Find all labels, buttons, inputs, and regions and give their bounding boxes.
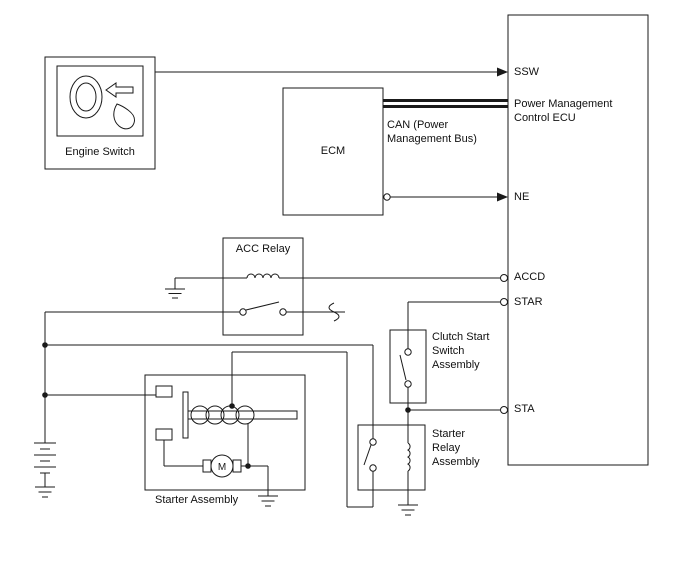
ecu-terminal-ne-label: NE: [514, 191, 530, 203]
starter-relay-component: [357, 424, 426, 491]
can-bus-label-line1: CAN (Power: [387, 119, 449, 131]
starter-relay-label-line2: Relay: [432, 442, 461, 454]
wire-star: [407, 298, 508, 349]
wire-battery-to-acc-switch: [44, 311, 240, 443]
press-arrow-icon: [105, 82, 134, 98]
acc-relay-contact-left: [239, 308, 247, 316]
clutch-switch-blade: [399, 354, 407, 381]
battery-symbol: [34, 442, 56, 498]
ecu-star-terminal: [500, 298, 508, 306]
acc-relay-contact-right: [279, 308, 287, 316]
solenoid-winding-loop: [205, 405, 225, 425]
clutch-start-switch-component: [389, 329, 427, 404]
wire-accd: [279, 274, 508, 282]
wire-ne: [383, 192, 508, 202]
ecm-box: [282, 87, 384, 216]
ecu-accd-terminal: [500, 274, 508, 282]
starter-relay-label-line3: Assembly: [432, 456, 480, 468]
arrowhead-ssw-icon: [497, 67, 508, 77]
solenoid-contact-lower: [155, 428, 173, 441]
starter-relay-contact-bottom: [369, 464, 377, 472]
solenoid-plunger-head: [182, 391, 189, 439]
clutch-start-switch-label-line1: Clutch Start: [432, 331, 490, 343]
ecu-name-line1: Power Management: [514, 98, 613, 110]
ecu-terminal-accd-label: ACCD: [514, 271, 546, 283]
power-management-ecu-box: [507, 14, 649, 466]
solenoid-winding-loop: [190, 405, 210, 425]
wire-battery-to-starter: [42, 392, 156, 398]
motor-symbol-letter: M: [218, 462, 226, 473]
wire-ssw: [155, 67, 508, 77]
ground-symbol-starter-relay: [398, 504, 418, 516]
ecu-terminal-sta-label: STA: [514, 403, 535, 415]
engine-switch-icon-box: [56, 65, 144, 137]
ecm-label: ECM: [320, 145, 346, 157]
solenoid-winding-loop: [220, 405, 240, 425]
acc-relay-box: [222, 237, 304, 336]
ecm-ne-terminal: [383, 193, 391, 201]
starter-relay-coil-icon: [406, 442, 411, 472]
engine-switch-label: Engine Switch: [65, 146, 135, 158]
starter-relay-box: [357, 424, 426, 491]
clutch-switch-contact-top: [404, 348, 412, 356]
ground-symbol-battery: [35, 486, 55, 498]
engine-switch-component: [44, 56, 156, 170]
ecu-sta-terminal: [500, 406, 508, 414]
hand-icon: [113, 103, 135, 130]
wire-break-squiggle-icon: [328, 302, 340, 322]
wire-sta: [408, 406, 508, 414]
motor-brush-left: [202, 459, 212, 473]
wire-battery-to-starter-relay: [42, 342, 374, 439]
push-button-inner-icon: [75, 82, 97, 112]
starter-relay-contact-top: [369, 438, 377, 446]
starter-relay-label-line1: Starter: [432, 428, 466, 440]
clutch-start-switch-label-line2: Switch: [432, 345, 465, 357]
arrowhead-ne-icon: [497, 192, 508, 202]
wire-motor-to-ground: [241, 465, 278, 507]
acc-relay-label: ACC Relay: [235, 243, 291, 255]
ecu-terminal-star-label: STAR: [514, 296, 543, 308]
ground-symbol-starter: [258, 495, 278, 507]
wire-acc-output: [286, 302, 345, 322]
ecu-terminal-ssw-label: SSW: [514, 66, 540, 78]
motor-brush-right: [232, 459, 242, 473]
acc-relay-coil-icon: [246, 273, 280, 279]
can-bus: [383, 99, 508, 108]
ecu-name-line2: Control ECU: [514, 112, 576, 124]
solenoid-winding-loop: [235, 405, 255, 425]
can-bus-label-line2: Management Bus): [387, 133, 477, 145]
wire-clutch-to-relay-coil: [405, 387, 411, 443]
motor-symbol-icon: [210, 454, 234, 478]
junction-dot: [42, 392, 48, 398]
wire-acc-coil-to-ground: [165, 277, 247, 299]
junction-dot: [42, 342, 48, 348]
clutch-start-switch-label-line3: Assembly: [432, 359, 480, 371]
starter-assembly-box: [144, 374, 306, 491]
starter-assembly-component: M: [144, 374, 306, 491]
acc-relay-switch-blade: [245, 301, 280, 311]
clutch-switch-contact-bottom: [404, 380, 412, 388]
push-button-icon: [69, 75, 103, 119]
engine-switch-box: [44, 56, 156, 170]
acc-relay-component: [222, 237, 304, 336]
wire-relay-coil-to-ground: [398, 471, 418, 516]
wire-starter-relay-to-solenoid: [229, 351, 374, 508]
starter-assembly-label: Starter Assembly: [155, 494, 239, 506]
starter-relay-switch-blade: [363, 444, 372, 466]
ground-symbol-acc: [165, 288, 185, 299]
solenoid-shaft: [187, 410, 298, 420]
solenoid-contact-upper: [155, 385, 173, 398]
